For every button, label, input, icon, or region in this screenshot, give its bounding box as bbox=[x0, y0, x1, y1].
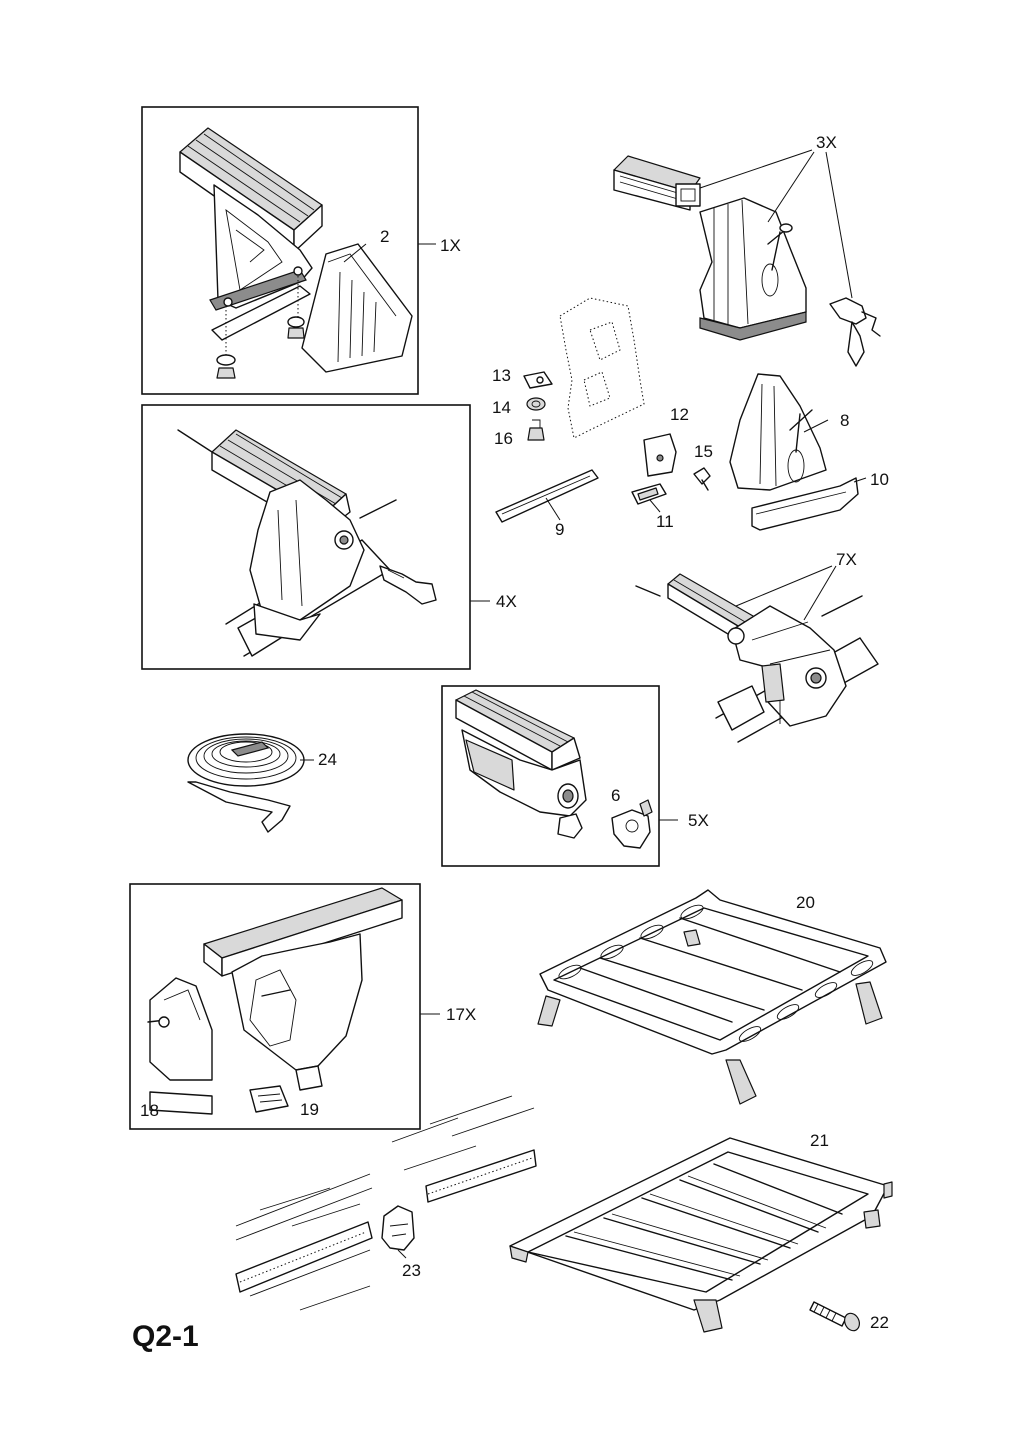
frame-4x bbox=[141, 404, 490, 670]
label-1x: 1X bbox=[440, 236, 461, 255]
frame-1x bbox=[141, 106, 436, 395]
label-20: 20 bbox=[796, 893, 815, 912]
label-11: 11 bbox=[656, 512, 674, 531]
label-10: 10 bbox=[870, 470, 889, 489]
part-23-rails bbox=[235, 1095, 537, 1311]
label-24: 24 bbox=[318, 750, 337, 769]
label-21: 21 bbox=[810, 1131, 829, 1150]
label-6: 6 bbox=[611, 786, 620, 805]
label-5x: 5X bbox=[688, 811, 709, 830]
assembly-3x bbox=[613, 149, 881, 367]
label-23: 23 bbox=[402, 1261, 421, 1280]
part-22-screw bbox=[809, 1301, 860, 1332]
label-22: 22 bbox=[870, 1313, 889, 1332]
label-7x: 7X bbox=[836, 550, 857, 569]
frame-17x bbox=[129, 883, 440, 1130]
label-12: 12 bbox=[670, 405, 689, 424]
label-16: 16 bbox=[494, 429, 513, 448]
label-8: 8 bbox=[840, 411, 849, 430]
label-19: 19 bbox=[300, 1100, 319, 1119]
frame-5x bbox=[441, 685, 678, 867]
label-3x: 3X bbox=[816, 133, 837, 152]
label-14: 14 bbox=[492, 398, 511, 417]
part-20-basket bbox=[537, 889, 887, 1105]
label-4x: 4X bbox=[496, 592, 517, 611]
parts-8-to-15 bbox=[495, 373, 867, 531]
part-24-tape bbox=[187, 733, 314, 833]
label-18: 18 bbox=[140, 1101, 159, 1120]
label-15: 15 bbox=[694, 442, 713, 461]
template-and-small-parts bbox=[523, 297, 645, 441]
label-13: 13 bbox=[492, 366, 511, 385]
assembly-7x bbox=[635, 565, 879, 743]
part-21-rack bbox=[509, 1137, 893, 1333]
label-2: 2 bbox=[380, 227, 389, 246]
label-17x: 17X bbox=[446, 1005, 476, 1024]
label-9: 9 bbox=[555, 520, 564, 539]
page-code: Q2-1 bbox=[132, 1320, 199, 1353]
